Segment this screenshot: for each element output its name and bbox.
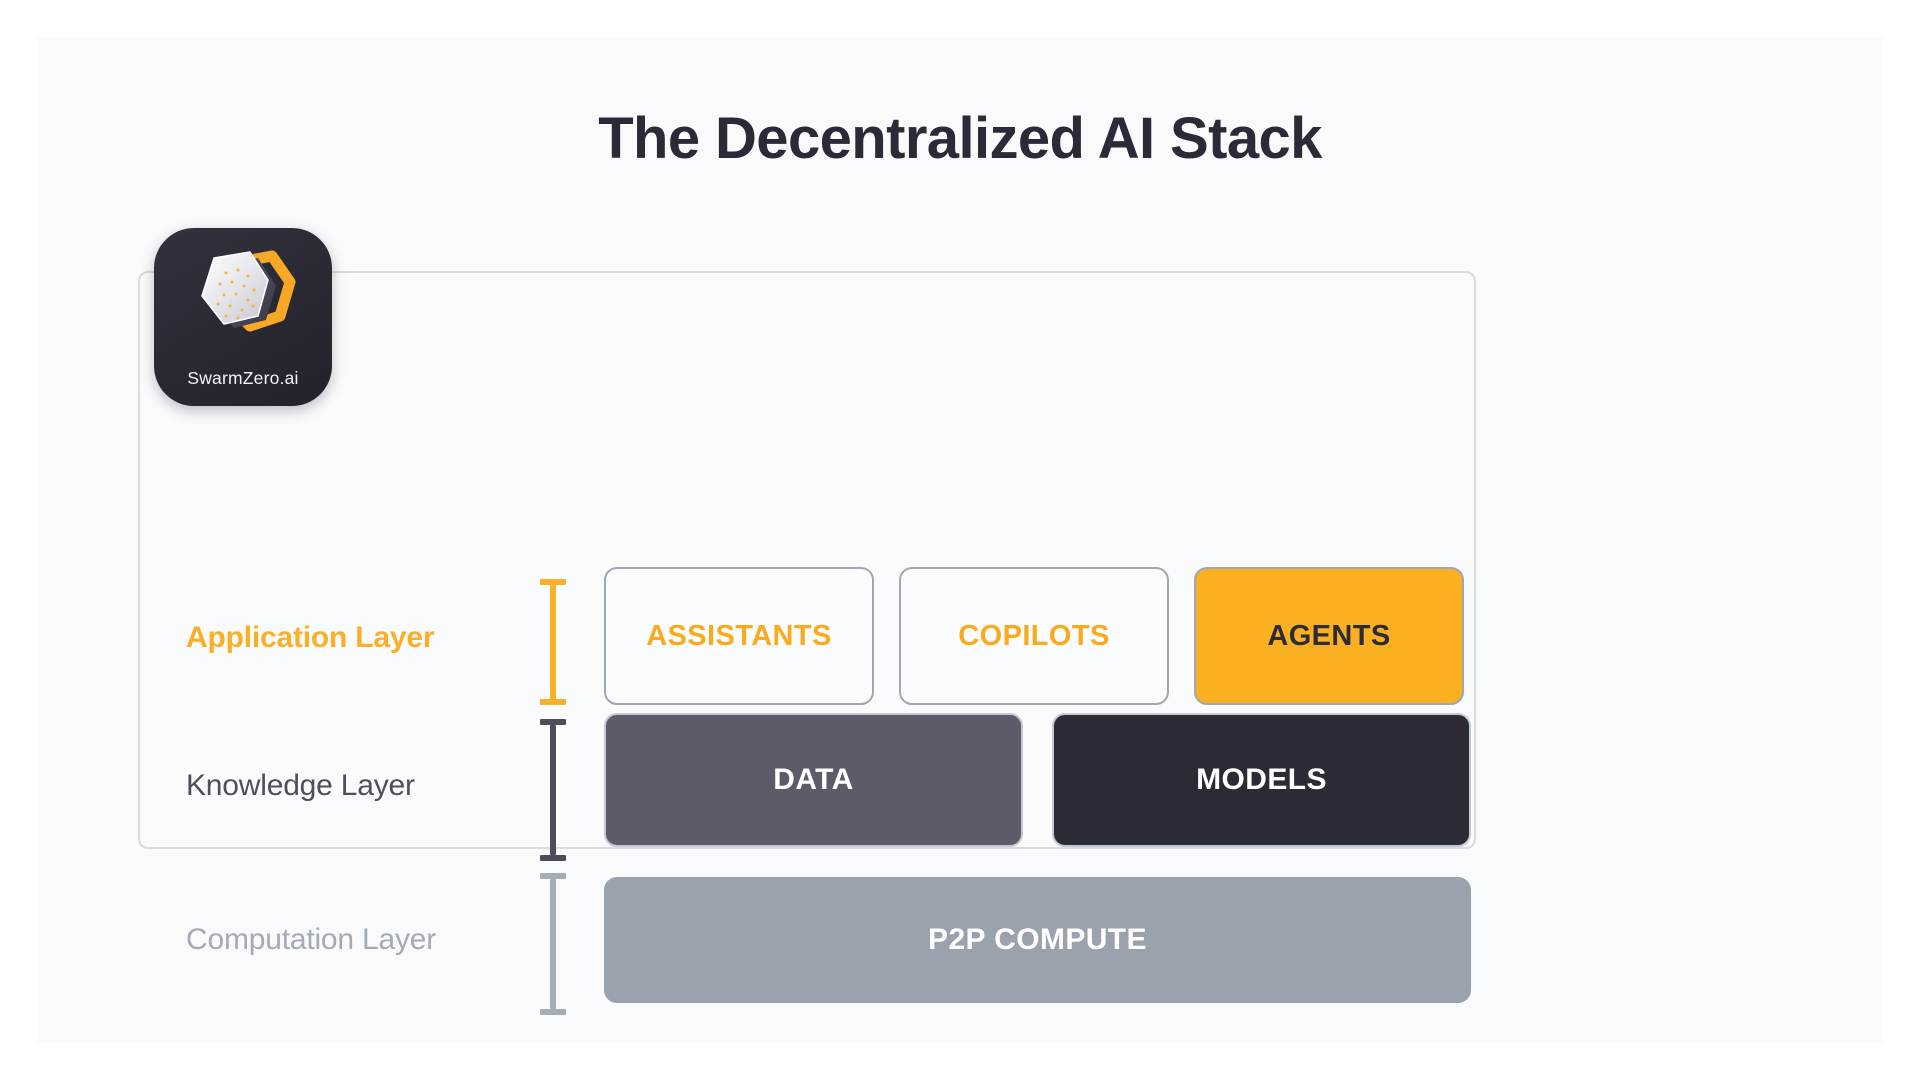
background-panel: The Decentralized AI Stack: [37, 37, 1883, 1043]
block-p2p-compute[interactable]: P2P COMPUTE: [604, 877, 1471, 1003]
layer-row-computation: Computation Layer P2P COMPUTE: [140, 873, 1478, 1015]
bracket-knowledge: [540, 719, 566, 861]
swarmzero-logo-tile[interactable]: SwarmZero.ai: [154, 228, 332, 406]
layer-blocks-knowledge: DATA MODELS: [604, 713, 1471, 847]
block-assistants[interactable]: ASSISTANTS: [604, 567, 874, 705]
stack-diagram-card: SwarmZero.ai Application Layer ASSISTANT…: [138, 228, 1478, 1015]
bracket-cap-top: [540, 579, 566, 585]
page-title: The Decentralized AI Stack: [598, 106, 1322, 171]
bracket-cap-bottom: [540, 855, 566, 861]
bracket-cap-bottom: [540, 1009, 566, 1015]
brand-name-label: SwarmZero.ai: [187, 368, 299, 388]
swarmzero-hexagon-icon: [201, 250, 296, 332]
layer-label-application: Application Layer: [186, 621, 435, 654]
block-agents[interactable]: AGENTS: [1194, 567, 1464, 705]
bracket-stem: [550, 585, 556, 699]
layer-blocks-computation: P2P COMPUTE: [604, 877, 1471, 1003]
bracket-application: [540, 579, 566, 705]
bracket-cap-bottom: [540, 699, 566, 705]
bracket-stem: [550, 725, 556, 855]
layer-label-computation: Computation Layer: [186, 923, 437, 956]
block-models[interactable]: MODELS: [1052, 713, 1471, 847]
layer-label-knowledge: Knowledge Layer: [186, 769, 415, 802]
layer-row-knowledge: Knowledge Layer DATA MODELS: [140, 713, 1478, 861]
bracket-computation: [540, 873, 566, 1015]
layer-row-application: Application Layer ASSISTANTS COPILOTS AG…: [140, 567, 1478, 705]
block-data[interactable]: DATA: [604, 713, 1023, 847]
block-copilots[interactable]: COPILOTS: [899, 567, 1169, 705]
bracket-cap-top: [540, 719, 566, 725]
bracket-cap-top: [540, 873, 566, 879]
layer-blocks-application: ASSISTANTS COPILOTS AGENTS: [604, 567, 1464, 705]
bracket-stem: [550, 879, 556, 1009]
